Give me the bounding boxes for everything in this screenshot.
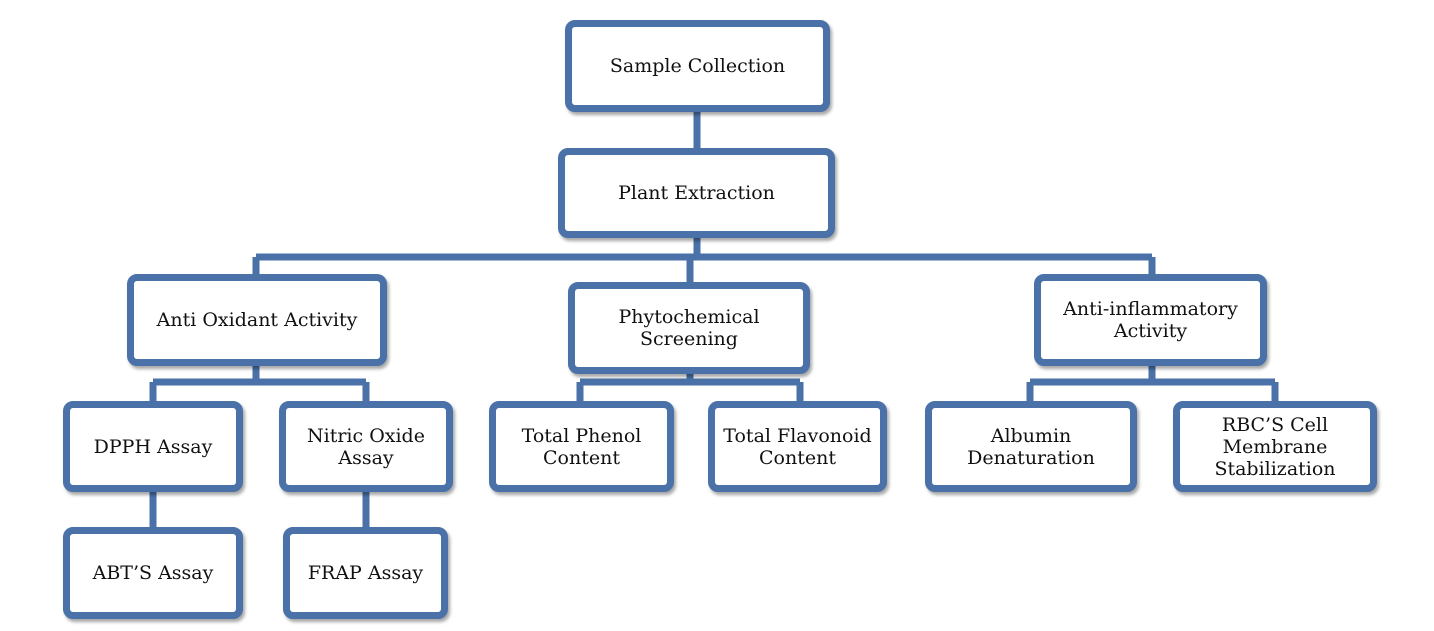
node-label: ABT’S Assay <box>92 562 214 584</box>
node-abts-assay: ABT’S Assay <box>63 527 243 619</box>
node-anti-inflammatory-activity: Anti-inflammatory Activity <box>1034 274 1267 366</box>
node-albumin-denaturation: Albumin Denaturation <box>925 401 1137 492</box>
node-anti-oxidant-activity: Anti Oxidant Activity <box>127 274 387 366</box>
node-label: Nitric Oxide Assay <box>307 424 425 469</box>
node-frap-assay: FRAP Assay <box>283 527 448 619</box>
node-label: Plant Extraction <box>618 182 775 204</box>
node-phytochemical-screening: Phytochemical Screening <box>568 282 810 374</box>
node-label: FRAP Assay <box>307 562 424 584</box>
node-label: Total Phenol Content <box>521 424 642 469</box>
node-label: Albumin Denaturation <box>967 424 1095 469</box>
node-label: Anti-inflammatory Activity <box>1063 298 1238 342</box>
node-label: Phytochemical Screening <box>618 306 760 350</box>
node-label: Sample Collection <box>609 55 786 77</box>
node-total-flavonoid-content: Total Flavonoid Content <box>708 401 887 492</box>
node-label: Anti Oxidant Activity <box>156 309 358 331</box>
node-nitric-oxide-assay: Nitric Oxide Assay <box>279 401 453 492</box>
node-sample-collection: Sample Collection <box>565 20 830 112</box>
node-label: RBC’S Cell Membrane Stabilization <box>1214 413 1336 480</box>
node-dpph-assay: DPPH Assay <box>63 401 243 492</box>
node-plant-extraction: Plant Extraction <box>558 148 835 238</box>
node-label: DPPH Assay <box>93 435 213 458</box>
node-rbc-membrane-stabilization: RBC’S Cell Membrane Stabilization <box>1173 401 1377 492</box>
node-total-phenol-content: Total Phenol Content <box>489 401 674 492</box>
node-label: Total Flavonoid Content <box>723 424 872 469</box>
